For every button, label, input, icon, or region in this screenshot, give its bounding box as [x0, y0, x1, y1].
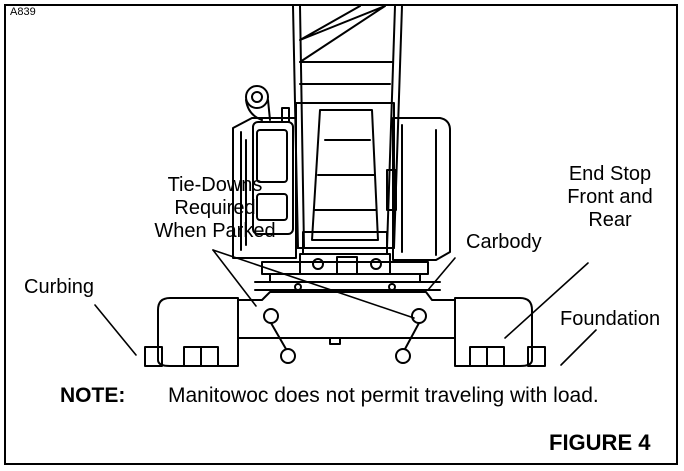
right-housing — [386, 117, 451, 261]
figure-frame — [4, 4, 678, 465]
note-label: NOTE: — [60, 384, 126, 407]
label-tie-downs: Tie-Downs Required When Parked — [140, 174, 290, 243]
boom — [292, 5, 403, 249]
tie-down-lugs — [263, 308, 427, 364]
label-tie-downs-line-3: When Parked — [154, 220, 276, 242]
label-end-stop: End Stop Front and Rear — [560, 163, 660, 232]
note-text: Manitowoc does not permit traveling with… — [168, 384, 599, 407]
label-tie-downs-line-1: Tie-Downs — [167, 174, 263, 196]
label-tie-downs-line-2: Required — [174, 197, 256, 219]
upperworks — [295, 102, 395, 255]
label-curbing: Curbing — [24, 276, 95, 298]
crawlers — [157, 297, 533, 367]
label-carbody: Carbody — [466, 231, 542, 253]
figure-id: A839 — [10, 6, 36, 18]
end-stops — [144, 346, 546, 367]
turntable — [254, 253, 441, 291]
figure-label: FIGURE 4 — [549, 430, 651, 455]
leader-lines — [94, 249, 597, 366]
left-housing — [232, 85, 297, 259]
label-end-stop-line-2: Front and — [567, 186, 653, 208]
label-foundation: Foundation — [560, 308, 661, 330]
label-end-stop-line-1: End Stop — [568, 163, 652, 185]
carbody-shape — [237, 291, 456, 345]
label-end-stop-line-3: Rear — [588, 209, 632, 231]
